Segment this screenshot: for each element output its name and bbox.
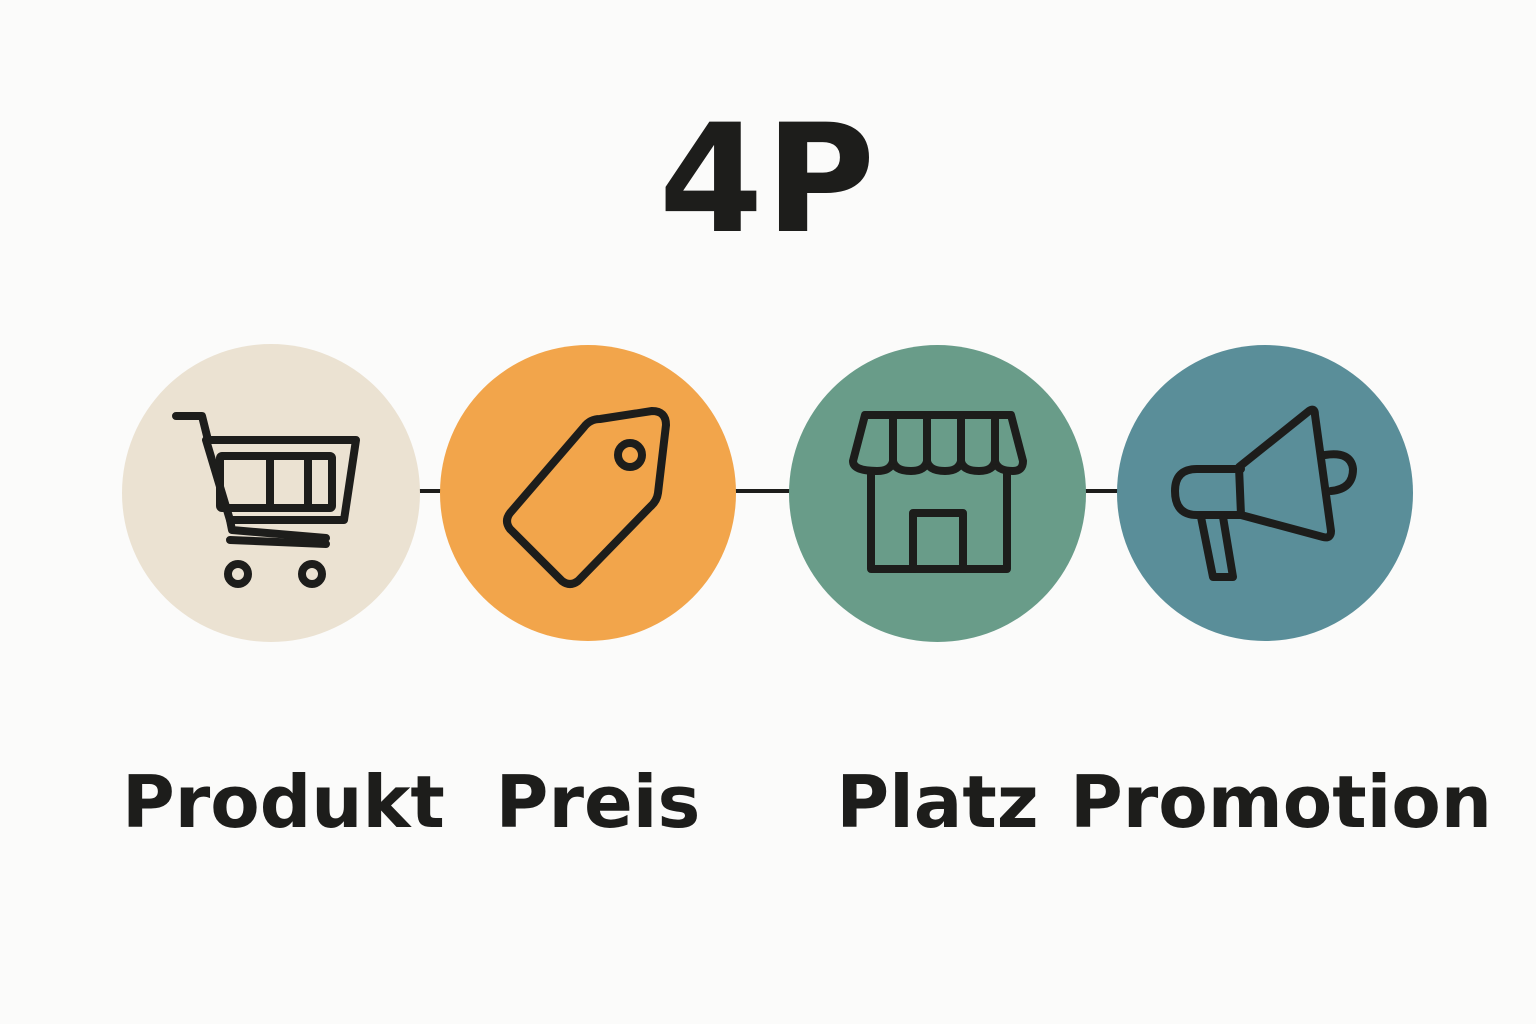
shopping-cart-icon	[172, 412, 360, 588]
label-platz: Platz	[836, 760, 1039, 844]
preis-circle	[440, 345, 736, 641]
connector-line	[410, 489, 450, 493]
label-preis: Preis	[495, 760, 701, 844]
label-promotion: Promotion	[1070, 760, 1493, 844]
produkt-circle	[122, 344, 420, 642]
connector-line	[1080, 489, 1125, 493]
megaphone-icon	[1171, 405, 1357, 581]
storefront-icon	[849, 411, 1027, 573]
diagram-title: 4P	[658, 93, 878, 267]
platz-circle	[789, 345, 1086, 642]
label-produkt: Produkt	[122, 760, 445, 844]
price-tag-icon	[503, 407, 670, 588]
promotion-circle	[1117, 345, 1413, 641]
connector-line	[728, 489, 798, 493]
